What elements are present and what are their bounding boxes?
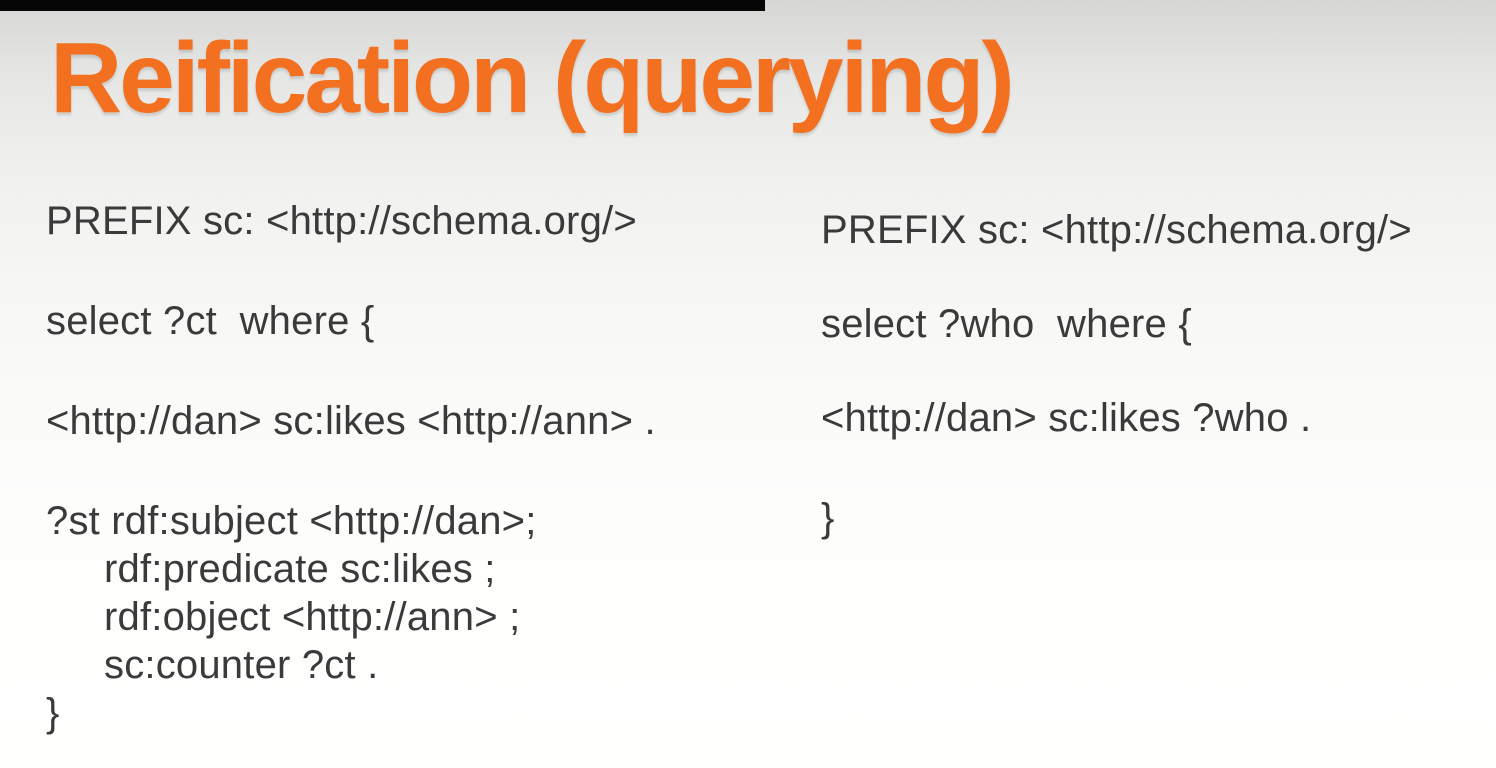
letterbox-bar [0,0,765,11]
code-line-prefix: PREFIX sc: <http://schema.org/> [46,199,637,243]
code-line-rdf-predicate: rdf:predicate sc:likes ; [104,547,496,591]
code-line-sc-counter: sc:counter ?ct . [104,643,379,687]
code-line-closing-brace: } [821,496,835,540]
code-line-closing-brace: } [46,691,60,735]
code-line-select: select ?who where { [821,302,1192,346]
code-line-select: select ?ct where { [46,299,375,343]
right-query-block: PREFIX sc: <http://schema.org/> select ?… [821,206,1496,542]
left-query-block: PREFIX sc: <http://schema.org/> select ?… [46,197,766,737]
code-line-triple: <http://dan> sc:likes ?who . [821,396,1312,440]
slide-title: Reification (querying) [50,22,1015,134]
code-line-rdf-object: rdf:object <http://ann> ; [104,595,521,639]
code-line-prefix: PREFIX sc: <http://schema.org/> [821,208,1412,252]
code-line-triple: <http://dan> sc:likes <http://ann> . [46,399,656,443]
code-line-rdf-subject: ?st rdf:subject <http://dan>; [46,499,537,543]
